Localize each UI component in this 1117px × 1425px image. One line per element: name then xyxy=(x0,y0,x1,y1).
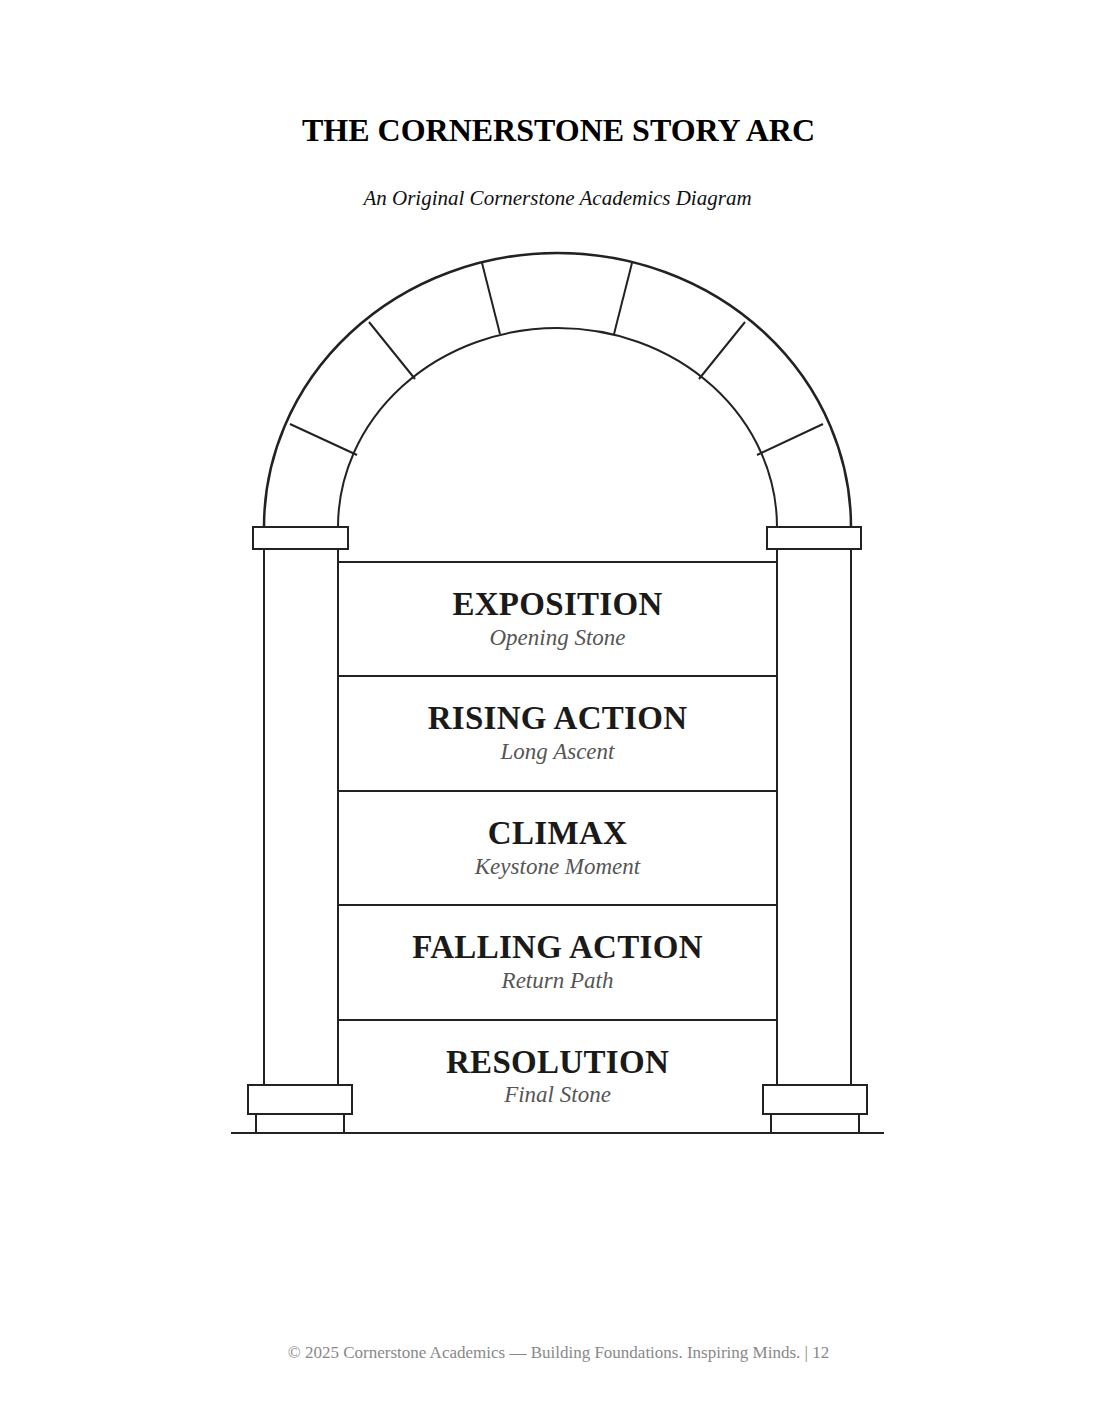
stage-subtitle: Keystone Moment xyxy=(475,853,640,881)
stage-subtitle: Final Stone xyxy=(504,1081,611,1109)
ground-line xyxy=(231,1132,884,1134)
stage-subtitle: Return Path xyxy=(502,967,614,995)
right-column xyxy=(777,549,851,1085)
stage-heading: EXPOSITION xyxy=(452,587,662,622)
right-base xyxy=(763,1085,867,1114)
left-plinth xyxy=(256,1114,344,1133)
story-band: RESOLUTIONFinal Stone xyxy=(338,1019,777,1133)
diagram-title: THE CORNERSTONE STORY ARC xyxy=(0,110,1117,150)
stage-heading: CLIMAX xyxy=(488,816,627,851)
diagram-caption: An Original Cornerstone Academics Diagra… xyxy=(0,184,1115,212)
story-band: CLIMAXKeystone Moment xyxy=(338,790,777,904)
inner-arch xyxy=(338,328,777,527)
left-base xyxy=(248,1085,352,1114)
stage-heading: RISING ACTION xyxy=(428,701,688,736)
story-band: EXPOSITIONOpening Stone xyxy=(338,561,777,675)
stage-subtitle: Opening Stone xyxy=(489,624,625,652)
outer-arch xyxy=(264,253,851,527)
right-capital xyxy=(767,527,861,549)
voussoir-joints xyxy=(290,263,823,455)
stage-subtitle: Long Ascent xyxy=(501,738,615,766)
story-band: FALLING ACTIONReturn Path xyxy=(338,904,777,1018)
left-capital xyxy=(253,527,348,549)
footer-note: © 2025 Cornerstone Academics — Building … xyxy=(0,1341,1117,1365)
stage-heading: FALLING ACTION xyxy=(412,930,703,965)
right-plinth xyxy=(771,1114,859,1133)
stage-heading: RESOLUTION xyxy=(446,1045,669,1080)
story-band: RISING ACTIONLong Ascent xyxy=(338,675,777,789)
left-column xyxy=(264,549,338,1085)
